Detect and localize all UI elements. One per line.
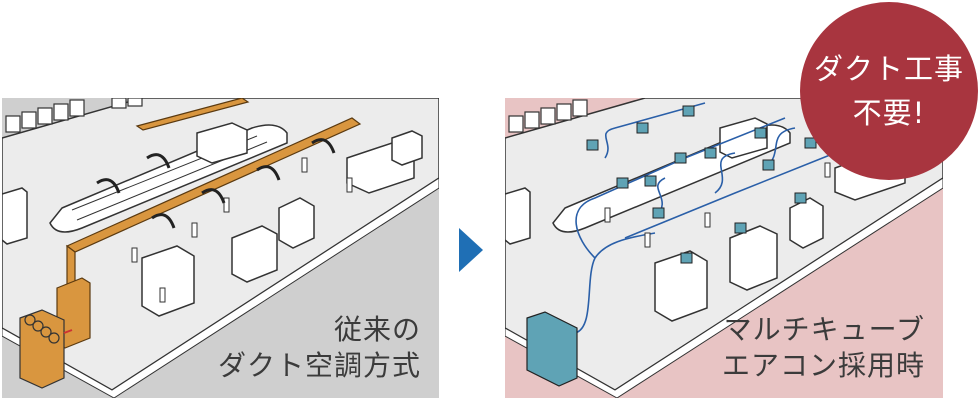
conventional-caption-line1: 従来の [333, 313, 421, 346]
multicube-caption: マルチキューブ エアコン採用時 [722, 312, 925, 384]
conventional-duct-panel: 従来の ダクト空調方式 [2, 98, 439, 398]
badge-line2: 不要! [852, 96, 926, 130]
conventional-duct-illustration [2, 98, 439, 398]
multicube-panel: マルチキューブ エアコン採用時 [505, 98, 943, 398]
conventional-caption: 従来の ダクト空調方式 [218, 312, 421, 384]
multicube-caption-line1: マルチキューブ [723, 313, 925, 346]
conventional-caption-line2: ダクト空調方式 [217, 349, 421, 382]
multicube-caption-line2: エアコン採用時 [721, 349, 925, 382]
multicube-illustration [505, 98, 943, 398]
no-duct-work-badge: ダクト工事 不要! [800, 2, 978, 180]
triangle-right-icon [459, 228, 483, 272]
badge-line1: ダクト工事 [813, 52, 964, 86]
